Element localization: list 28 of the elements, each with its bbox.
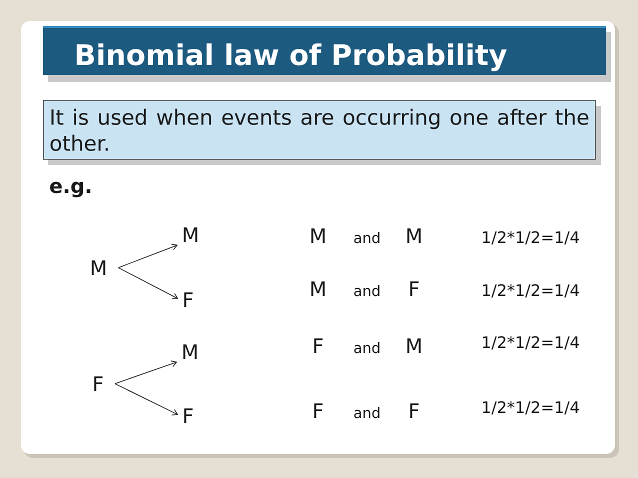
probability-formula: 1/2*1/2=1/4 xyxy=(482,336,579,350)
outcome-letter: M xyxy=(311,228,325,243)
conjunction-word: and xyxy=(354,232,380,244)
title-bar: Binomial law of Probability xyxy=(43,26,611,82)
arrow xyxy=(118,267,178,300)
probability-formula: 1/2*1/2=1/4 xyxy=(482,401,579,414)
arrow xyxy=(114,360,178,384)
conjunction-word: and xyxy=(354,284,380,296)
tree-letter: F xyxy=(184,408,193,423)
tree-letter: M xyxy=(183,344,197,359)
tree-letter: F xyxy=(184,292,193,307)
outcome-letter: F xyxy=(410,281,419,296)
tree-letter: M xyxy=(184,227,198,242)
arrow xyxy=(118,244,178,268)
outcome-letter: M xyxy=(407,228,421,243)
outcome-letter: F xyxy=(314,403,323,418)
text-box: It is used when events are occurring one after the other. xyxy=(43,100,601,165)
outcome-letter: M xyxy=(407,338,421,353)
conjunction-word: and xyxy=(354,406,380,418)
arrow xyxy=(114,383,178,416)
conjunction-word: and xyxy=(354,342,380,354)
probability-formula: 1/2*1/2=1/4 xyxy=(482,284,579,298)
outcome-letter: F xyxy=(314,338,323,353)
probability-formula: 1/2*1/2=1/4 xyxy=(482,231,579,244)
tree-letter: M xyxy=(92,260,106,275)
tree-letter: F xyxy=(94,376,103,391)
outcome-letter: M xyxy=(311,281,325,296)
outcome-letter: F xyxy=(410,403,419,418)
